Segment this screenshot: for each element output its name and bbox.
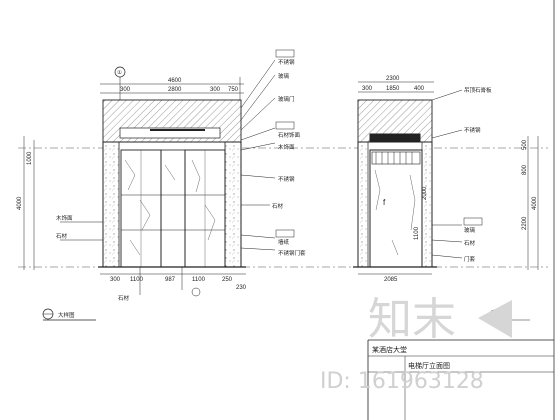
- top-dim-overall: 4600: [168, 78, 182, 84]
- r-anno-4: 石材: [464, 239, 476, 247]
- top-dim-2: 2800: [168, 87, 182, 93]
- r-bottom-dim: 2085: [384, 277, 398, 283]
- right-elevation: 2300 300 1850 400 f 1100 2000 2085 500: [353, 76, 539, 321]
- r-top-dim-overall: 2300: [386, 76, 400, 82]
- anno-left-2: 石材: [56, 232, 68, 240]
- r-top-dim-1: 300: [362, 86, 373, 92]
- bottom-dim-1: 300: [110, 277, 121, 283]
- title-block: 某酒店大堂 电梯厅立面图: [367, 339, 554, 420]
- anno-right-4: 石材饰面: [278, 131, 301, 139]
- top-dim-3: 300: [210, 87, 221, 93]
- anno-right-8: 墙纸: [278, 238, 290, 246]
- left-vdim-1: 4000: [17, 196, 23, 210]
- r-inner-dim-2: 2000: [422, 186, 428, 200]
- r-anno-5: 门套: [464, 255, 476, 263]
- grid-bubble-label: ①: [117, 69, 122, 76]
- top-dim-1: 300: [120, 87, 131, 93]
- r-vdim-2: 800: [522, 164, 528, 175]
- bottom-dim-extra: 230: [236, 285, 247, 291]
- left-elevation: ① 4600 300 2800 300 750: [17, 49, 306, 321]
- anno-right-7: 石材: [272, 202, 284, 210]
- r-inner-dim-1: 1100: [414, 226, 420, 240]
- bottom-note: 石材: [118, 294, 130, 302]
- watermark: 知末 ID: 161963128: [320, 294, 512, 394]
- r-figure-label: f: [383, 198, 386, 207]
- wall-frame: [102, 141, 242, 268]
- anno-left-1: 木饰面: [56, 214, 73, 222]
- left-vdim-2: 1000: [27, 151, 33, 165]
- r-top-dim-2: 1850: [386, 86, 400, 92]
- r-top-dim-3: 400: [414, 86, 425, 92]
- r-anno-3: 玻璃: [464, 226, 476, 234]
- watermark-brand: 知末: [368, 294, 456, 345]
- bottom-dim-2: 1100: [130, 277, 144, 283]
- watermark-id: ID: 161963128: [320, 369, 484, 394]
- bottom-dim-3: 987: [165, 277, 176, 283]
- anno-right-5: 木饰面: [278, 143, 295, 151]
- watermark-logo-mark: [478, 300, 512, 338]
- r-vdim-3: 2200: [522, 216, 528, 230]
- title-line-2: 电梯厅立面图: [408, 361, 450, 370]
- bottom-dim-4: 1100: [192, 277, 206, 283]
- top-dim-4: 750: [228, 87, 239, 93]
- anno-right-9: 不锈钢门套: [278, 249, 306, 257]
- section-note: 大样图: [58, 311, 75, 319]
- anno-right-2: 玻璃: [278, 72, 290, 80]
- anno-right-6: 不锈钢: [278, 175, 295, 183]
- bottom-dim-5: 250: [222, 277, 233, 283]
- title-line-1: 某酒店大堂: [372, 345, 407, 354]
- r-anno-2: 不锈钢: [464, 126, 481, 134]
- anno-right-3: 玻璃门: [278, 95, 295, 103]
- r-anno-1: 吊顶石膏板: [464, 86, 492, 94]
- anno-right-1: 不锈钢: [278, 58, 295, 66]
- r-vdim-4: 4000: [532, 196, 538, 210]
- r-vdim-1: 500: [522, 139, 528, 150]
